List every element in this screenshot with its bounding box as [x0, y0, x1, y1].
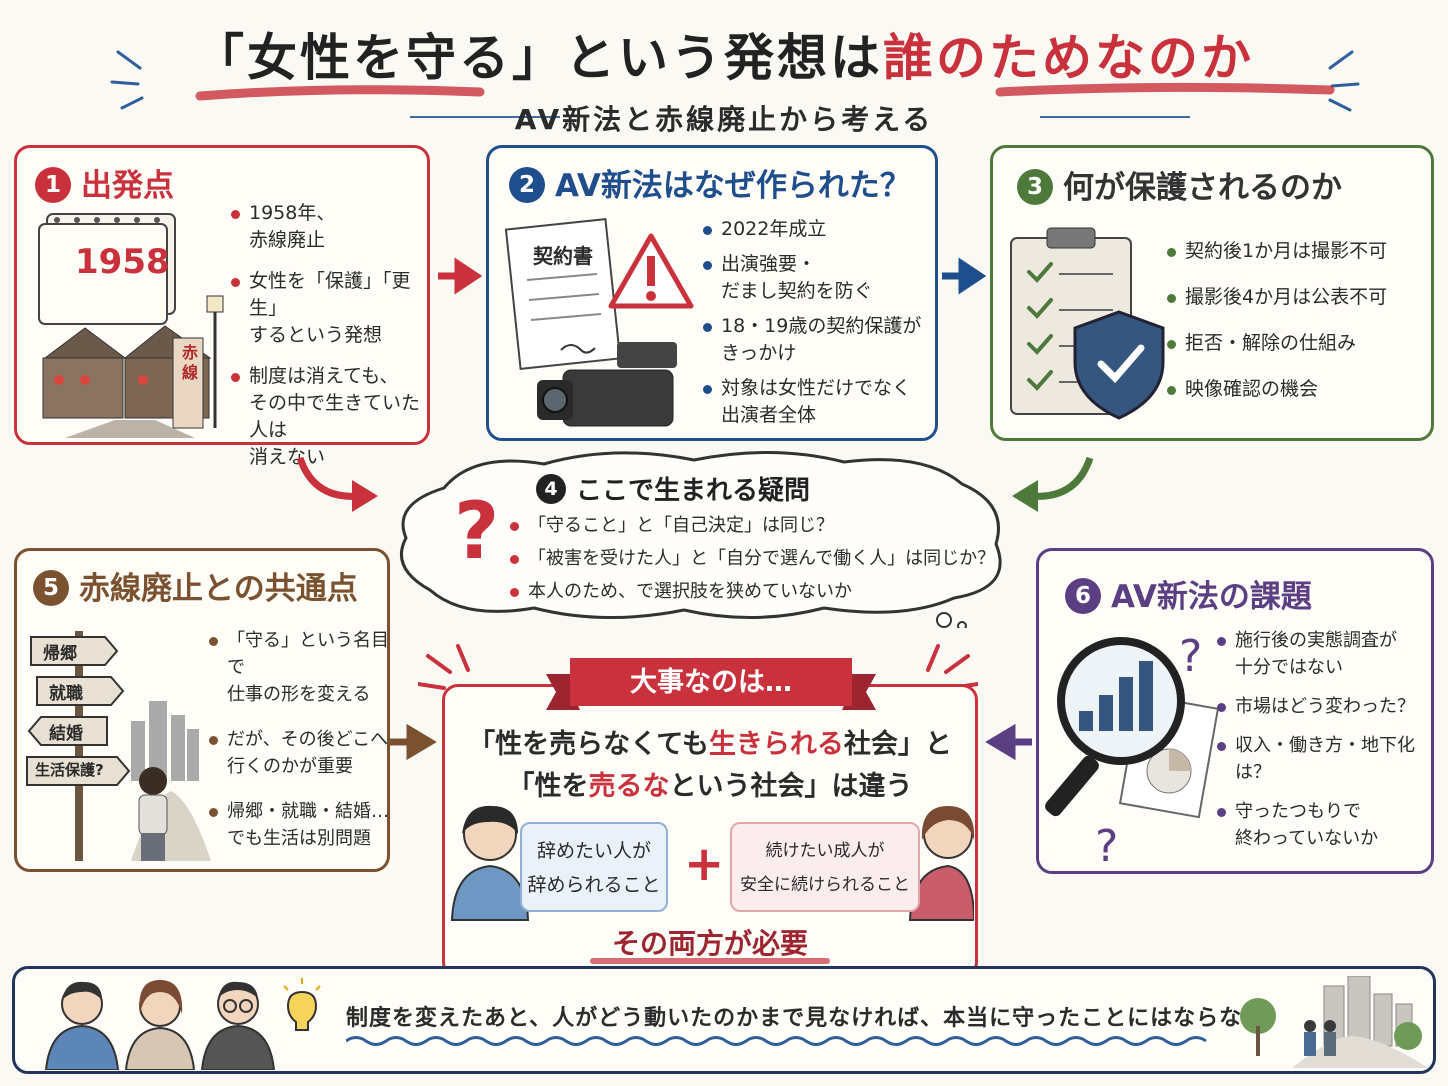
panel3-title-text: 何が保護されるのか [1063, 170, 1342, 206]
list-item: 制度は消えても、 その中で生きていた人は 消えない [229, 363, 429, 471]
center-footer-underline [590, 958, 830, 964]
list-item: 契約後1か月は撮影不可 [1165, 238, 1435, 265]
panel2-number: 2 [509, 166, 545, 203]
list-item: 18・19歳の契約保護が きっかけ [701, 313, 937, 367]
list-item: 1958年、 赤線廃止 [229, 200, 429, 254]
panel5-bullets: 「守る」という名目で 仕事の形を変える だが、その後どこへ 行くのかが重要 帰郷… [207, 627, 393, 852]
panel-av-law-issues: 6 AV新法の課題 ? ? 施行後の実態調査が 十分ではない 市場はどう変わった？… [1036, 548, 1434, 874]
panel4-title: 4 ここで生まれる疑問 [536, 470, 810, 507]
three-people-illustration [44, 978, 321, 1070]
panel3-bullets: 契約後1か月は撮影不可 撮影後4か月は公表不可 拒否・解除の仕組み 映像確認の機… [1165, 238, 1435, 403]
panel6-title-text: AV新法の課題 [1111, 579, 1312, 615]
plus-sign: + [684, 836, 725, 892]
center-line2-b: 売るな [588, 771, 670, 802]
svg-text:?: ? [1179, 631, 1202, 682]
subtitle-line-left [410, 116, 560, 118]
contract-doc-label: 契約書 [533, 244, 593, 268]
bottom-wave-underline [346, 1036, 1207, 1046]
arrow-2-to-3 [942, 257, 987, 295]
subtitle-line-right [1040, 116, 1190, 118]
panel-red-line-common: 5 赤線廃止との共通点 帰郷 就職 結婚 生活保護? 「守る」という名目で 仕事の… [14, 548, 390, 872]
panel1-number: 1 [35, 166, 71, 203]
title-right: 誰のためなのか [883, 29, 1254, 87]
list-item: 収入・働き方・地下化は？ [1215, 732, 1437, 786]
box-continue-safely: 続けたい成人が 安全に続けられること [730, 822, 920, 912]
center-line1-c: 社会」と [843, 729, 952, 760]
panel4-number: 4 [536, 473, 566, 504]
magnifier-chart-illustration: ? ? [1045, 631, 1219, 871]
list-item: 映像確認の機会 [1165, 376, 1435, 403]
page-subtitle: AV新法と赤線廃止から考える [514, 103, 934, 136]
center-line2-a: 「性を [507, 771, 589, 802]
sign-kekkon: 結婚 [49, 724, 83, 744]
red-line-sign: 赤 線 [181, 343, 198, 382]
panel6-number: 6 [1065, 577, 1101, 614]
panel-what-is-protected: 3 何が保護されるのか 契約後1か月は撮影不可 撮影後4か月は公表不可 拒否・解除… [990, 145, 1434, 441]
panel6-title: 6 AV新法の課題 [1065, 571, 1312, 617]
svg-text:?: ? [1095, 821, 1118, 871]
center-line2: 「性を売るなという社会」は違う [442, 764, 978, 803]
center-line2-c: という社会」は違う [669, 771, 913, 802]
panel3-number: 3 [1017, 168, 1053, 205]
list-item: 撮影後4か月は公表不可 [1165, 284, 1435, 311]
bottom-message: 制度を変えたあと、人がどう動いたのかまで見なければ、本当に守ったことにはならない [346, 1006, 1266, 1031]
title-decoration [110, 50, 1360, 112]
list-item: 「被害を受けた人」と「自分で選んで働く人」は同じか？ [508, 545, 1008, 572]
list-item: 本人のため、で選択肢を狭めていないか [508, 578, 1008, 605]
panel5-title-text: 赤線廃止との共通点 [79, 571, 358, 607]
svg-text:?: ? [454, 487, 499, 577]
box-quit-freely: 辞めたい人が 辞められること [520, 822, 668, 912]
center-line1: 「性を売らなくても生きられる社会」と [442, 722, 978, 761]
panel5-title: 5 赤線廃止との共通点 [33, 563, 358, 609]
list-item: 2022年成立 [701, 216, 937, 243]
panel5-number: 5 [33, 569, 69, 606]
sign-seikatsuhogo: 生活保護? [35, 761, 104, 779]
list-item: 帰郷・就職・結婚… でも生活は別問題 [207, 798, 393, 852]
list-item: 「守る」という名目で 仕事の形を変える [207, 627, 393, 708]
arrow-1-to-4 [296, 456, 378, 512]
calendar-year: 1958 [75, 242, 170, 282]
two-women-illustration [450, 805, 974, 921]
city-walk-illustration [1240, 976, 1428, 1068]
panel1-title-text: 出発点 [81, 168, 174, 204]
panel4-title-text: ここで生まれる疑問 [576, 476, 811, 506]
list-item: 女性を「保護」「更生」 するという発想 [229, 268, 429, 349]
panel3-title: 3 何が保護されるのか [1017, 162, 1342, 208]
page-title: 「女性を守る」という発想は誰のためなのか [0, 18, 1448, 90]
list-item: 対象は女性だけでなく 出演者全体 [701, 375, 937, 429]
list-item: 拒否・解除の仕組み [1165, 330, 1435, 357]
center-line1-b: 生きられる [708, 729, 844, 760]
list-item: だが、その後どこへ 行くのかが重要 [207, 726, 393, 780]
signpost-illustration [26, 631, 211, 861]
contract-camera-illustration [504, 218, 694, 427]
panel2-bullets: 2022年成立 出演強要・ だまし契約を防ぐ 18・19歳の契約保護が きっかけ… [701, 216, 937, 429]
panel2-title: 2 AV新法はなぜ作られた？ [509, 160, 911, 206]
arrow-5-to-center [390, 723, 437, 761]
list-item: 出演強要・ だまし契約を防ぐ [701, 251, 937, 305]
center-banner [546, 658, 876, 710]
sign-shushoku: 就職 [49, 684, 83, 704]
panel-why-av-law: 2 AV新法はなぜ作られた？ 契約書 2022年成立 出演強要・ だまし契約を防ぐ… [486, 145, 938, 441]
calendar-street-illustration [38, 213, 224, 438]
arrow-3-to-4 [1012, 456, 1094, 512]
center-banner-text: 大事なのは… [630, 667, 792, 698]
panel2-title-text: AV新法はなぜ作られた？ [555, 168, 911, 204]
panel1-title: 1 出発点 [35, 160, 174, 206]
title-left: 「女性を守る」という発想は [194, 29, 883, 87]
list-item: 守ったつもりで 終わっていないか [1215, 798, 1437, 852]
list-item: 施行後の実態調査が 十分ではない [1215, 627, 1437, 681]
panel1-bullets: 1958年、 赤線廃止 女性を「保護」「更生」 するという発想 制度は消えても、… [229, 200, 429, 485]
panel-starting-point: 1 出発点 1958 赤 線 1958年、 赤線廃止 女性を「保護」「更生」 する… [14, 145, 430, 468]
panel4-bullets: 「守ること」と「自己決定」は同じ？ 「被害を受けた人」と「自分で選んで働く人」は… [508, 512, 1008, 605]
arrow-1-to-2 [438, 257, 483, 295]
list-item: 市場はどう変わった？ [1215, 693, 1437, 720]
arrow-6-to-center [985, 723, 1032, 761]
center-line1-a: 「性を売らなくても [468, 729, 709, 760]
center-footer: その両方が必要 [611, 927, 808, 960]
panel6-bullets: 施行後の実態調査が 十分ではない 市場はどう変わった？ 収入・働き方・地下化は？… [1215, 627, 1437, 852]
clipboard-shield-illustration [1010, 227, 1165, 420]
list-item: 「守ること」と「自己決定」は同じ？ [508, 512, 1008, 539]
sign-kikyo: 帰郷 [43, 644, 77, 664]
